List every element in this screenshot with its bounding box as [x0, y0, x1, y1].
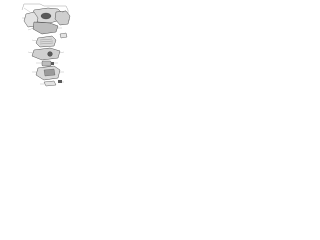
leader-lines [22, 7, 70, 85]
parts-exploded-diagram [0, 0, 88, 93]
filter-part [35, 35, 57, 48]
lower-housing-part [32, 21, 59, 35]
right-housing-part [54, 10, 71, 26]
bottom-cover-part [43, 80, 57, 87]
middle-case-part [31, 47, 61, 61]
actuator-part [41, 60, 54, 67]
bracket-part [59, 32, 68, 39]
housing-assembly [23, 7, 71, 35]
lower-case-part [35, 65, 61, 81]
assembly-outline-frame [21, 3, 69, 18]
bottom-sensor-part [58, 80, 62, 83]
blower-wheel-part [40, 12, 52, 20]
